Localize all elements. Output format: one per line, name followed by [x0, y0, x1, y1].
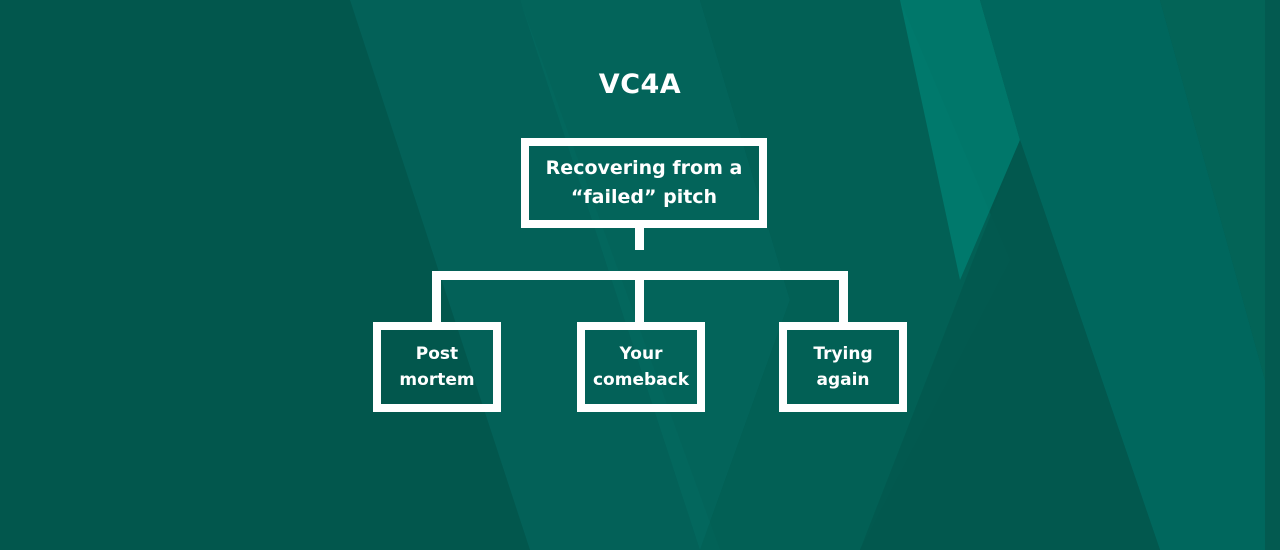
root-node-line-1: Recovering from a: [545, 157, 743, 179]
root-node-label: Recovering from a “failed” pitch: [534, 154, 754, 212]
child-node-trying-again: Trying again: [779, 322, 907, 412]
child-node-line-1: Trying: [813, 344, 873, 364]
child-node-line-2: again: [816, 370, 870, 390]
child-node-label: Post mortem: [382, 341, 492, 393]
child-node-post-mortem: Post mortem: [373, 322, 501, 412]
child-node-line-2: comeback: [592, 370, 690, 390]
child-node-line-1: Your: [619, 344, 663, 364]
child-node-label: Your comeback: [586, 341, 696, 393]
child-node-label: Trying again: [788, 341, 898, 393]
vc4a-logo: VC4A: [598, 69, 682, 100]
child-stem-line-left: [432, 271, 441, 324]
child-node-line-2: mortem: [399, 370, 475, 390]
child-stem-line-right: [839, 271, 848, 324]
root-stem-line: [635, 228, 644, 250]
child-node-your-comeback: Your comeback: [577, 322, 705, 412]
child-node-line-1: Post: [415, 344, 459, 364]
root-node: Recovering from a “failed” pitch: [521, 138, 767, 228]
child-stem-line-center: [635, 271, 644, 324]
root-node-line-2: “failed” pitch: [570, 186, 718, 208]
